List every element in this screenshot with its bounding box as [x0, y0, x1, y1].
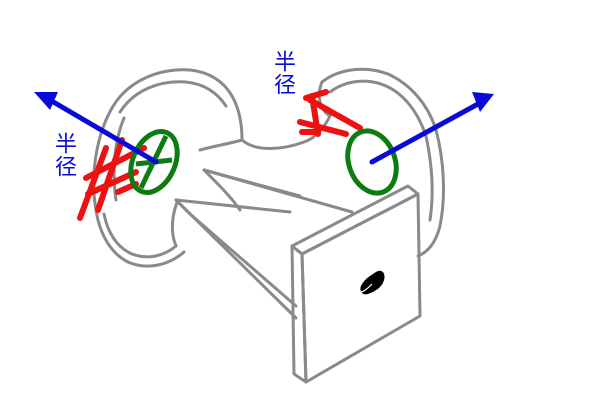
end-plate: [290, 184, 422, 384]
black-mark-icon: [359, 270, 385, 295]
right-radius-arrow: [369, 92, 494, 165]
radius-label-right: 半径: [270, 50, 295, 96]
right-flange: [317, 67, 445, 258]
radius-label-left: 半径: [51, 132, 76, 178]
tapered-arm: [174, 168, 354, 320]
left-radius-arrow: [34, 92, 159, 165]
part-outline: [92, 67, 445, 384]
right-radius-circle: [345, 128, 399, 196]
arrow-head-icon: [472, 92, 494, 112]
right-dimension-marks: [297, 89, 363, 137]
arrow-head-icon: [34, 92, 58, 110]
central-hub: [170, 94, 332, 248]
